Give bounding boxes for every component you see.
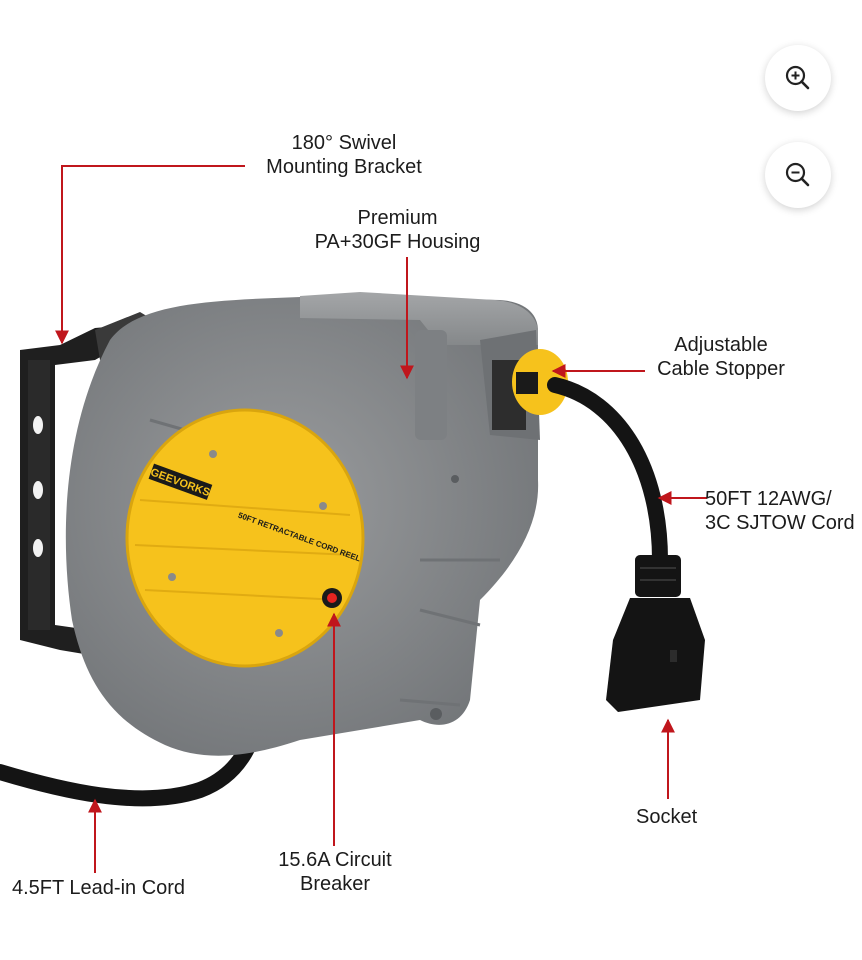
callout-cord-line1: 50FT 12AWG/ bbox=[705, 488, 832, 510]
callout-leadin-line1: 4.5FT Lead-in Cord bbox=[12, 877, 186, 899]
callout-bracket-line2: Mounting Bracket bbox=[266, 156, 422, 178]
callout-cord: 50FT 12AWG/ 3C SJTOW Cord bbox=[705, 487, 855, 535]
callout-housing-line1: Premium bbox=[357, 207, 438, 229]
callout-leadin: 4.5FT Lead-in Cord bbox=[12, 876, 185, 900]
callout-stopper-line2: Cable Stopper bbox=[657, 358, 785, 380]
circuit-breaker-button bbox=[327, 593, 337, 603]
zoom-in-icon bbox=[785, 65, 810, 90]
callout-bracket-line1: 180° Swivel bbox=[291, 132, 397, 154]
callout-bracket: 180° Swivel Mounting Bracket bbox=[258, 131, 430, 179]
callout-breaker-line1: 15.6A Circuit bbox=[278, 849, 392, 871]
callout-socket: Socket bbox=[636, 805, 697, 829]
callout-cord-line2: 3C SJTOW Cord bbox=[705, 512, 855, 534]
zoom-in-button[interactable] bbox=[765, 45, 831, 111]
callout-housing-line2: PA+30GF Housing bbox=[314, 231, 481, 253]
callout-stopper: Adjustable Cable Stopper bbox=[650, 333, 792, 381]
callout-breaker: 15.6A Circuit Breaker bbox=[268, 848, 402, 896]
callout-housing: Premium PA+30GF Housing bbox=[300, 206, 495, 254]
callout-socket-line1: Socket bbox=[636, 806, 698, 828]
callout-stopper-line1: Adjustable bbox=[674, 334, 768, 356]
extension-cord bbox=[547, 377, 668, 568]
socket bbox=[606, 555, 705, 712]
zoom-out-button[interactable] bbox=[765, 142, 831, 208]
callout-breaker-line2: Breaker bbox=[299, 873, 371, 895]
callout-lines bbox=[55, 165, 707, 873]
reel-face: GEEVORKS 50FT RETRACTABLE CORD REEL bbox=[125, 408, 365, 668]
zoom-out-icon bbox=[785, 162, 810, 187]
